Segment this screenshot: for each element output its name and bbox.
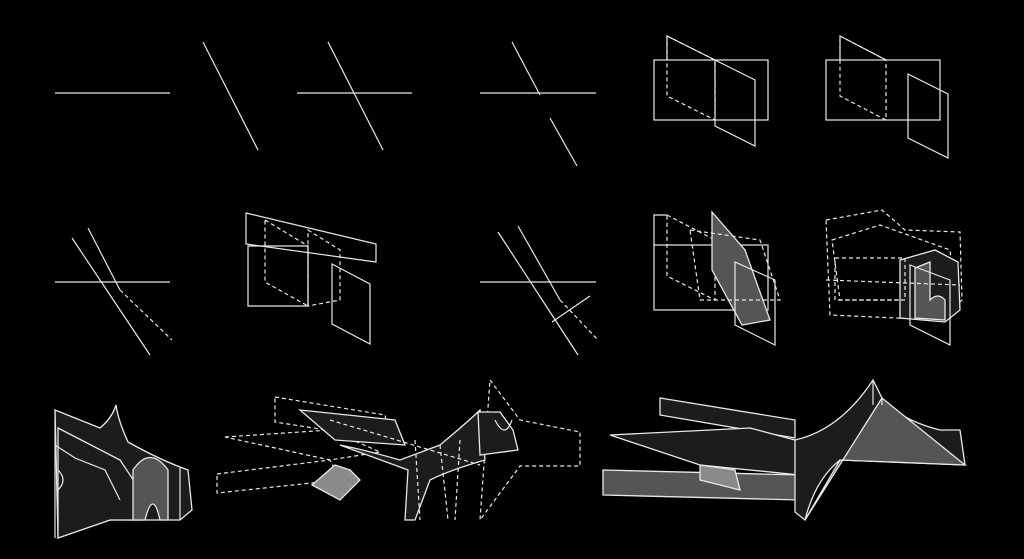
step-8-planes <box>245 212 377 345</box>
step-7-crossing-lines <box>55 227 173 356</box>
step-12-solid-form <box>54 404 193 539</box>
step-11-layered-planes-composite <box>825 209 963 346</box>
step-4-offset-lines <box>480 41 596 167</box>
step-10-layered-planes <box>653 210 781 346</box>
step-9-crossing-lines <box>480 225 599 356</box>
step-2-diagonal-line <box>202 41 259 151</box>
step-13-dashed-form-study <box>216 378 581 523</box>
step-14-final-solid-form <box>602 378 967 522</box>
step-6-intersecting-planes <box>825 35 949 159</box>
step-5-intersecting-planes <box>653 35 769 147</box>
step-3-crossing-lines <box>297 41 412 151</box>
